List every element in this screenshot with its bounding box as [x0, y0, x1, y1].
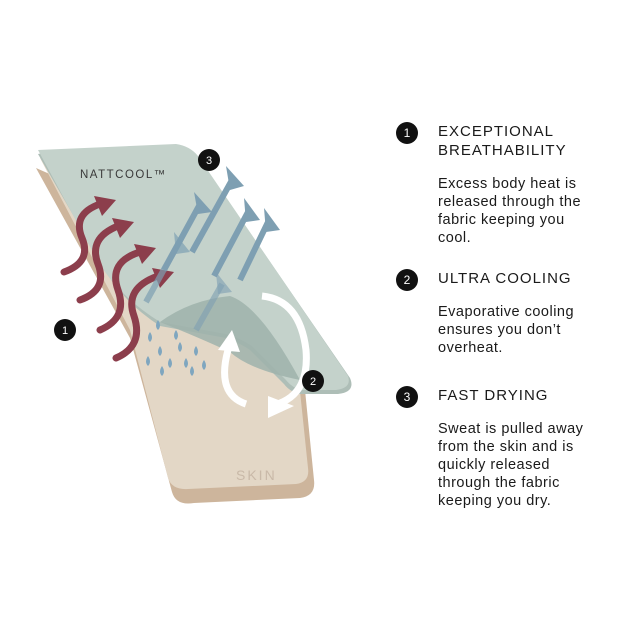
feature-number-badge: 1 [396, 122, 418, 144]
fabric-label: NATTCOOL™ [80, 169, 167, 181]
feature-title: FAST DRYING [438, 387, 549, 404]
feature-description: Excess body heat is released through the… [438, 176, 582, 246]
sweat-droplets [146, 320, 206, 376]
air-arrow-3 [211, 210, 251, 278]
heat-arrow-2 [76, 222, 122, 304]
heat-arrowhead-3 [134, 244, 156, 264]
heat-arrow-3 [96, 248, 144, 334]
heat-arrow-4 [112, 272, 162, 362]
marker-1: 1 [54, 319, 76, 341]
air-arrow-5 [143, 242, 181, 304]
heat-arrowhead-1 [94, 196, 116, 216]
feature-description: Evaporative cooling ensures you don’t ov… [438, 304, 575, 356]
feature-title: ULTRA COOLING [438, 270, 572, 287]
skin-label: SKIN [236, 467, 277, 483]
cooling-cycle-arrow [218, 292, 310, 418]
feature-description: Sweat is pulled away from the skin and i… [438, 421, 584, 509]
feature-fast-drying: 3 FAST DRYING Sweat is pulled away from … [396, 386, 626, 510]
marker-2: 2 [302, 370, 324, 392]
feature-number-badge: 3 [396, 386, 418, 408]
svg-text:1: 1 [62, 325, 68, 337]
feature-ultra-cooling: 2 ULTRA COOLING Evaporative cooling ensu… [396, 269, 626, 357]
air-arrow-2 [189, 178, 235, 254]
heat-arrowhead-2 [112, 218, 134, 238]
svg-text:3: 3 [206, 155, 212, 167]
air-arrow-6 [193, 282, 225, 332]
air-arrows [143, 166, 280, 332]
heat-arrow-1 [60, 200, 104, 276]
feature-number-badge: 2 [396, 269, 418, 291]
svg-text:2: 2 [310, 376, 316, 388]
heat-arrowhead-4 [152, 268, 174, 288]
heat-arrows [60, 196, 174, 362]
air-arrow-4 [237, 220, 271, 282]
marker-3: 3 [198, 149, 220, 171]
